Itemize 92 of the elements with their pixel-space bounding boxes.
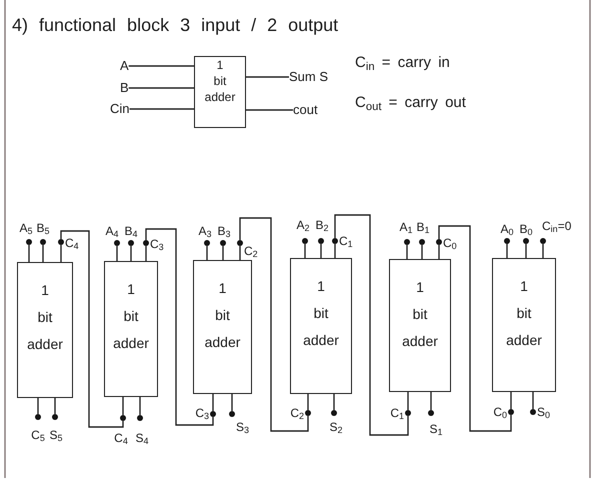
wire — [307, 394, 309, 410]
wire — [525, 244, 527, 258]
wire — [430, 392, 432, 410]
output-label: cout — [293, 102, 318, 118]
pin-label: B$_{5}$ — [36, 221, 50, 235]
pin-label: C$_{0}$ — [443, 236, 457, 250]
pin-label: C$_{5}$ — [31, 428, 45, 442]
wire — [145, 246, 147, 261]
adder-box — [194, 56, 246, 128]
wire — [54, 398, 56, 414]
wire — [438, 245, 440, 259]
wire — [60, 230, 124, 428]
pin-label: A$_{3}$ — [198, 224, 212, 238]
adder-box — [290, 258, 352, 394]
note-text: C$_{out}$ = carry out — [355, 94, 466, 112]
wire — [320, 244, 322, 258]
pin-label: A$_{2}$ — [296, 218, 310, 232]
wire — [542, 244, 544, 258]
wire — [506, 244, 508, 258]
pin-label: A$_{0}$ — [500, 222, 514, 236]
pin-label: S$_{3}$ — [236, 420, 250, 434]
pin-label: C$_{0}$ — [493, 405, 507, 419]
wire — [128, 65, 194, 67]
wire — [42, 245, 44, 262]
wire — [246, 76, 289, 78]
wire — [145, 228, 214, 426]
wire — [246, 109, 293, 111]
pin-label: C$_{1}$ — [390, 406, 404, 420]
input-label: B — [120, 80, 129, 96]
adder-box — [17, 262, 73, 398]
wire — [407, 392, 409, 410]
wire — [130, 108, 194, 110]
pin-label: A$_{5}$ — [19, 221, 33, 235]
adder-box — [492, 258, 556, 392]
title-text: 4) functional block 3 input / 2 output — [12, 14, 338, 36]
wire — [222, 246, 224, 260]
wire — [406, 245, 408, 259]
pin-label: A$_{1}$ — [399, 220, 413, 234]
pin-label: S$_{5}$ — [49, 428, 63, 442]
wire — [421, 245, 423, 259]
pin-label: S$_{1}$ — [429, 422, 443, 436]
adder-box — [104, 261, 158, 397]
wire — [532, 392, 534, 409]
wire — [334, 244, 336, 258]
wire — [333, 394, 335, 410]
wire — [37, 398, 39, 414]
pin-label: S$_{4}$ — [135, 431, 149, 445]
wire — [438, 225, 512, 432]
pin-label: S$_{2}$ — [329, 420, 343, 434]
wire — [130, 246, 132, 261]
wire — [239, 217, 309, 432]
wire — [60, 245, 62, 262]
pin-label: B$_{4}$ — [124, 224, 138, 238]
pin-label: S$_{0}$ — [537, 405, 550, 419]
wire — [239, 246, 241, 260]
pin-label: B$_{1}$ — [416, 220, 430, 234]
wire — [510, 392, 512, 409]
pin-label: B$_{3}$ — [217, 224, 231, 238]
output-label: Sum S — [289, 69, 328, 85]
pin-label: C$_{1}$ — [339, 234, 353, 248]
pin-label: B$_{2}$ — [315, 218, 329, 232]
wire — [128, 87, 194, 89]
box-label: 1 bit adder — [506, 277, 542, 350]
wire — [334, 214, 409, 436]
wire — [212, 394, 214, 411]
note-text: C$_{in}$ = carry in — [355, 54, 450, 72]
wire — [304, 244, 306, 258]
wire — [122, 397, 124, 415]
pin-label: C$_{4}$ — [65, 236, 79, 250]
wire — [206, 246, 208, 260]
box-label: 1 bit adder — [303, 277, 339, 350]
pin-label: C$_{3}$ — [195, 406, 209, 420]
box-label: 1 bit adder — [204, 279, 240, 352]
pin-label: C$_{in}$=0 — [542, 219, 572, 233]
wire — [139, 397, 141, 415]
pin-label: A$_{4}$ — [105, 224, 119, 238]
adder-box — [193, 260, 252, 394]
input-label: Cin — [110, 101, 130, 117]
box-label: 1 bit adder — [402, 278, 438, 351]
wire — [28, 245, 30, 262]
pin-label: C$_{4}$ — [114, 431, 128, 445]
box-label: 1 bit adder — [113, 280, 149, 353]
input-label: A — [120, 58, 129, 74]
wire — [231, 394, 233, 411]
box-label: 1 bit adder — [27, 281, 63, 354]
pin-label: C$_{3}$ — [150, 237, 164, 251]
wire — [116, 246, 118, 261]
pin-label: C$_{2}$ — [244, 244, 258, 258]
adder-box — [389, 259, 451, 392]
pin-label: C$_{2}$ — [290, 406, 304, 420]
pin-label: B$_{0}$ — [519, 222, 533, 236]
box-label: 1 bit adder — [204, 57, 236, 105]
